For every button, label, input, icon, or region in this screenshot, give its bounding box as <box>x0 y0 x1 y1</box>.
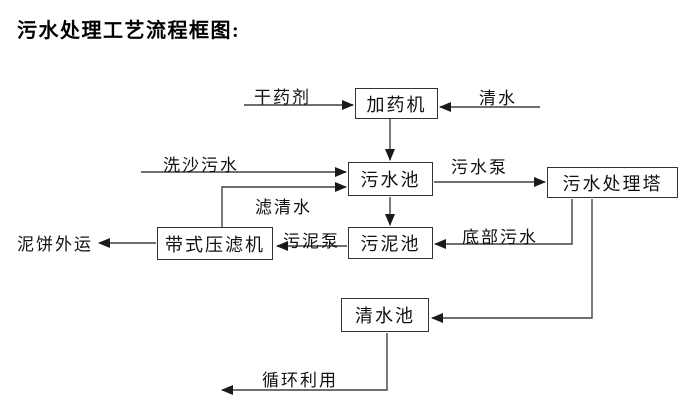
box-sludge-pool: 污泥池 <box>348 227 433 259</box>
box-clean-water-pool: 清水池 <box>341 298 429 332</box>
label-sewage-pump: 污水泵 <box>451 158 508 177</box>
arrow-tower-to-clean-water-pool <box>431 199 593 323</box>
label-bottom-sewage: 底部污水 <box>462 228 538 247</box>
label-recycling: 循环利用 <box>262 371 338 390</box>
arrow-clean-water-pool-to-recycling <box>221 333 388 395</box>
page-title: 污水处理工艺流程框图: <box>17 20 241 42</box>
label-dry-chemical: 干药剂 <box>254 88 311 107</box>
box-belt-filter-press: 带式压滤机 <box>157 227 273 260</box>
arrow-filtered-water-to-sewage-pool <box>221 182 347 227</box>
box-sewage-pool: 污水池 <box>348 162 433 196</box>
label-sand-washing-sewage: 洗沙污水 <box>163 156 239 175</box>
box-treatment-tower: 污水处理塔 <box>547 167 678 198</box>
label-sludge-pump: 污泥泵 <box>283 232 340 251</box>
box-dosing-machine: 加药机 <box>355 88 438 119</box>
label-filtered-water: 滤清水 <box>255 198 312 217</box>
arrow-tower-to-sludge-pool <box>434 199 573 249</box>
label-clean-water: 清水 <box>479 89 517 108</box>
label-mud-cake-out: 泥饼外运 <box>17 235 93 254</box>
